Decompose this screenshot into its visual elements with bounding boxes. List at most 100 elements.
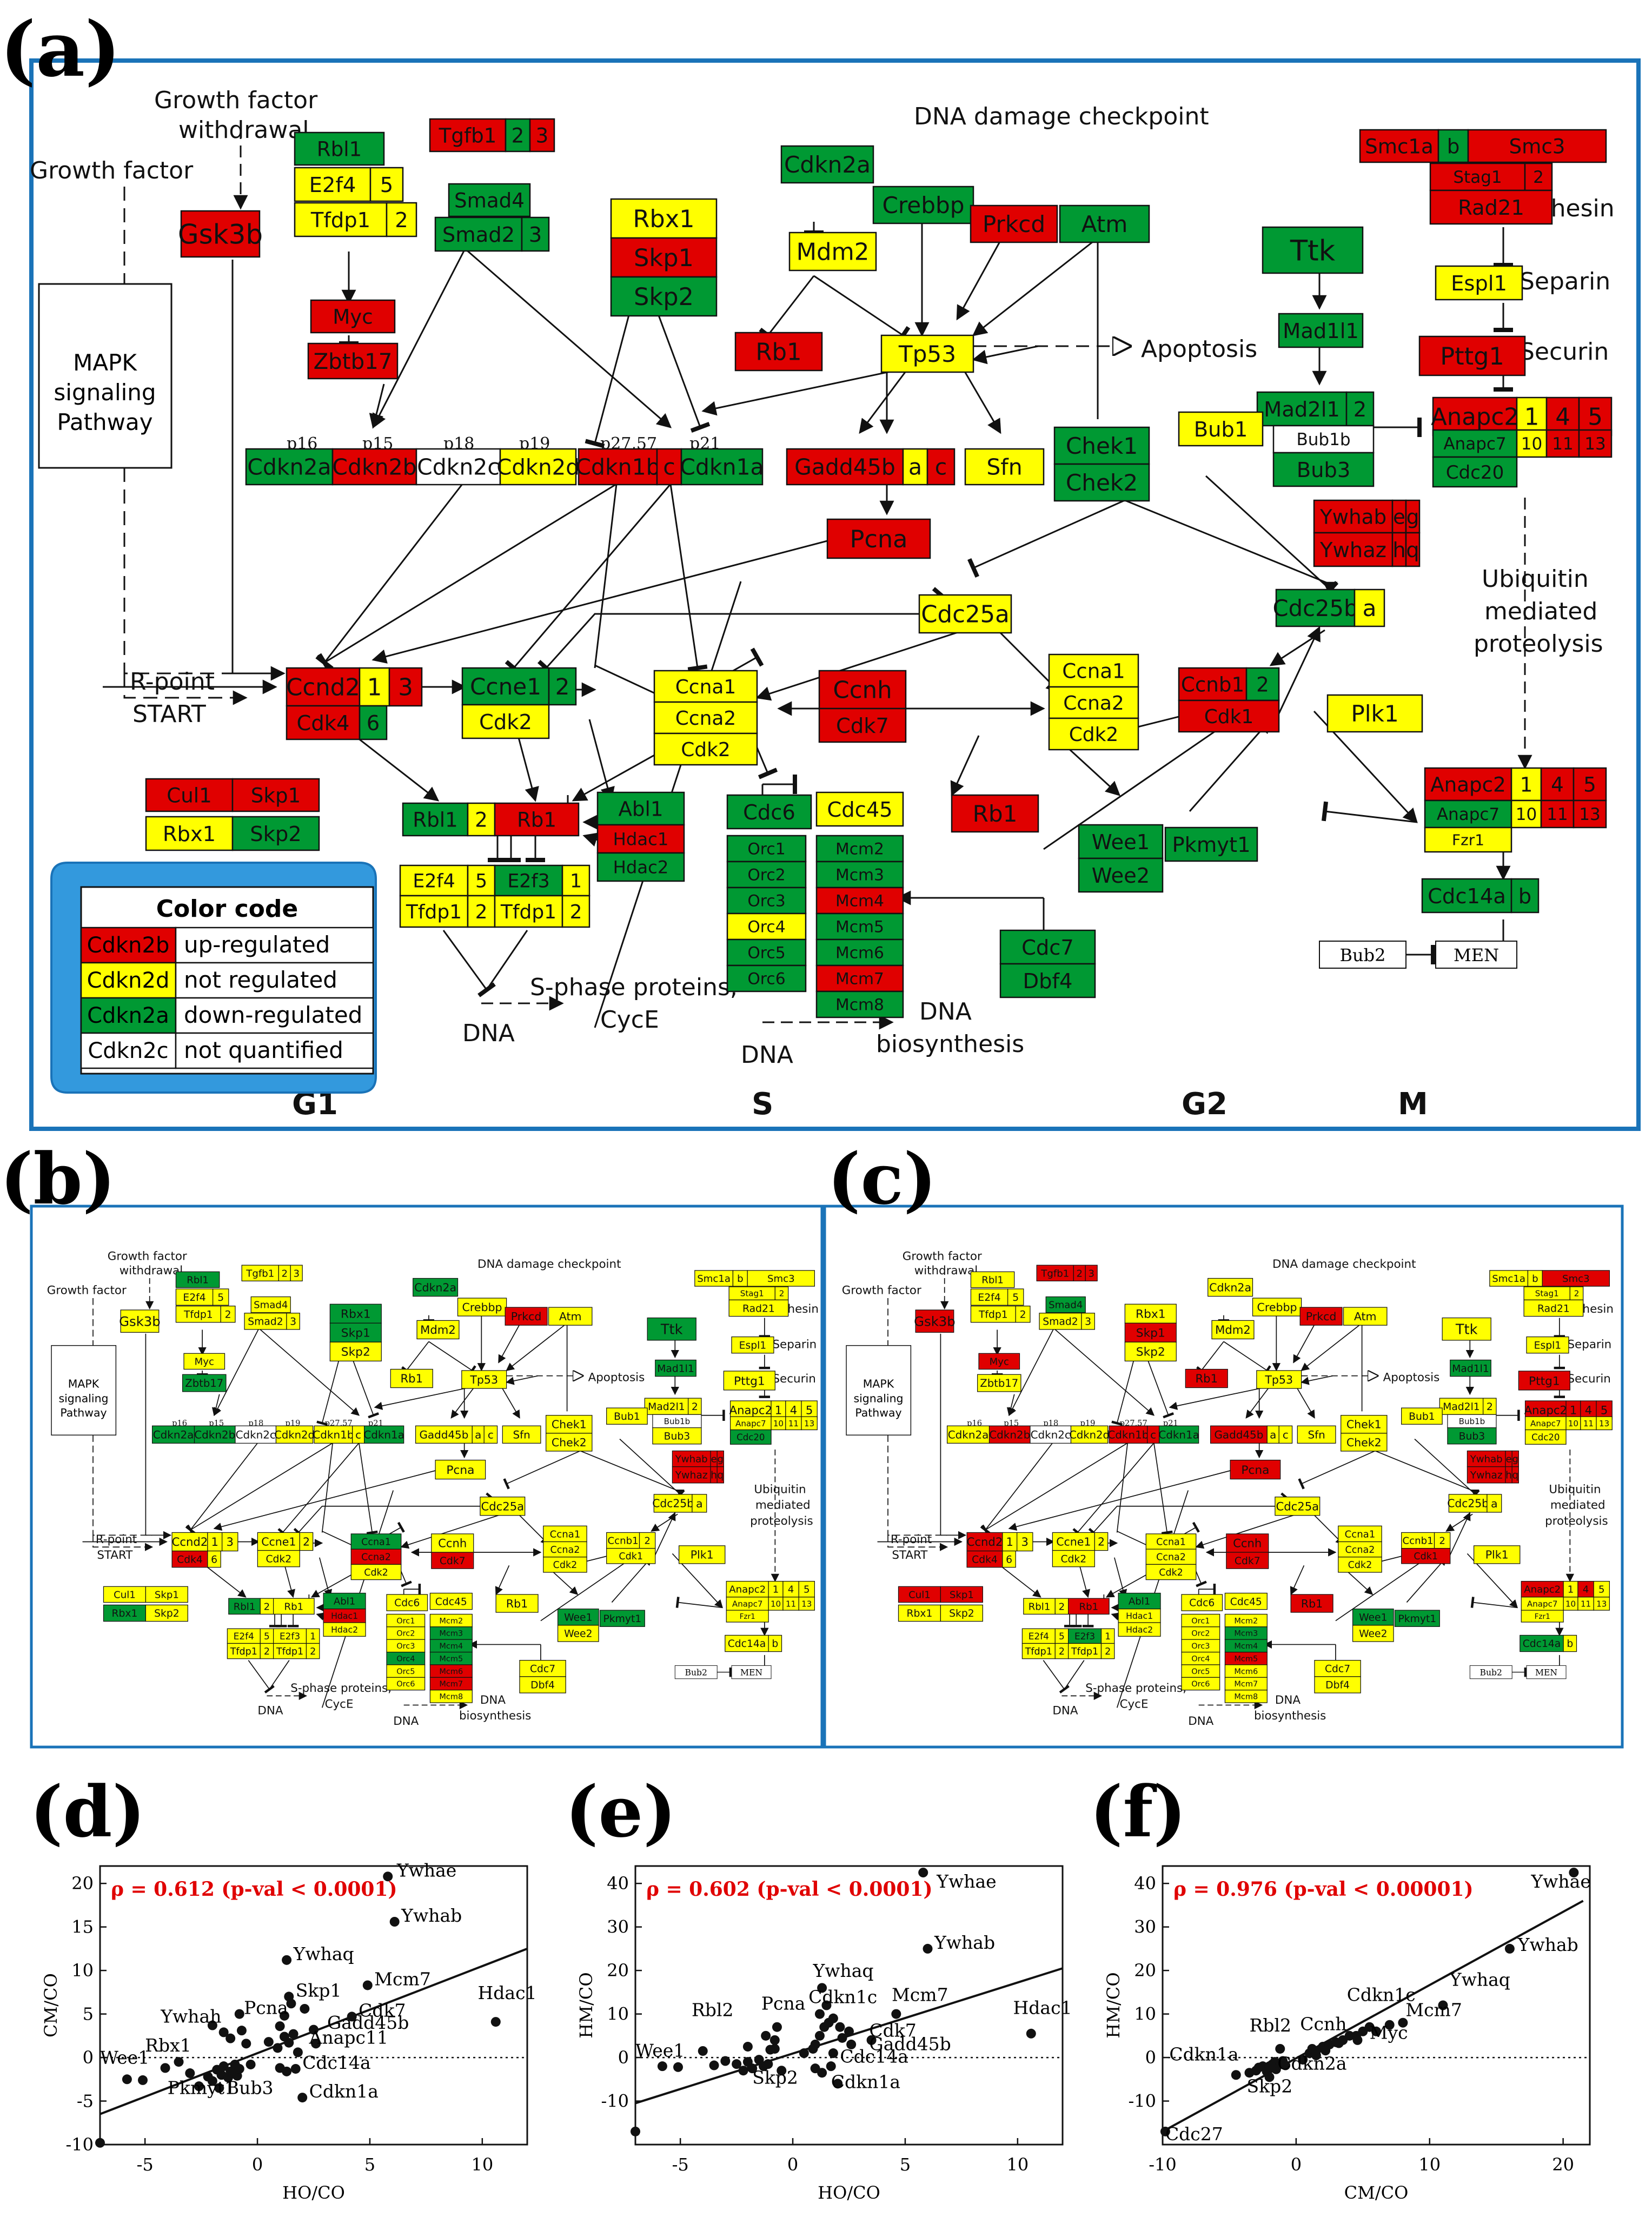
data-point	[821, 2000, 832, 2010]
node-cell	[599, 1610, 645, 1627]
node-label: Cdkn1b	[1107, 1428, 1149, 1441]
men-box	[731, 1665, 772, 1679]
y-tick-label: 10	[71, 1960, 94, 1981]
node-mad1l1: Mad1l1	[655, 1359, 696, 1377]
label-gf-withdrawal-1: Growth factor	[154, 87, 318, 114]
node-cell	[1523, 1299, 1584, 1317]
men-label: MEN	[740, 1668, 762, 1677]
node-label: Plk1	[1485, 1549, 1509, 1562]
node-cell	[728, 1299, 789, 1317]
node-cell	[1252, 1298, 1302, 1316]
node-label: Cdkn1a	[1158, 1428, 1199, 1441]
node-zbtb17: Zbtb17	[977, 1374, 1021, 1392]
node-cdk7: Cdk7	[431, 1552, 474, 1569]
node-cell	[448, 183, 531, 217]
node-bub3: Bub3	[652, 1427, 702, 1445]
node-cell	[502, 1425, 541, 1444]
data-point	[808, 2043, 818, 2054]
node-cell	[1145, 1564, 1197, 1580]
node-cell	[1256, 391, 1348, 427]
node-label: Atm	[1082, 211, 1128, 237]
data-point	[657, 2061, 667, 2072]
node-label: Hdac1	[1126, 1611, 1153, 1621]
node-cdk7: Cdk7	[1226, 1552, 1269, 1569]
node-cell	[183, 1353, 225, 1370]
data-point	[817, 2068, 827, 2078]
x-tick-label: 10	[471, 2154, 493, 2175]
node-label: Pkmyt1	[1172, 833, 1250, 857]
node-cell	[729, 1400, 772, 1420]
y-tick-label: -5	[77, 2091, 94, 2112]
label-sphase-2: CycE	[1120, 1697, 1149, 1711]
node-mcm2: Mcm2	[815, 835, 904, 863]
node-cell	[1054, 1598, 1069, 1615]
node-cell	[415, 448, 501, 486]
node-label: q	[717, 1470, 724, 1481]
node-label: 3	[293, 1268, 300, 1279]
node-cell	[786, 448, 904, 486]
node-cell	[494, 864, 563, 897]
data-point	[814, 2030, 825, 2041]
node-cdk2_e: Cdk2	[257, 1550, 300, 1567]
node-orc1: Orc1	[386, 1613, 426, 1627]
node-cell	[151, 1425, 195, 1444]
data-point	[1333, 2038, 1344, 2048]
bub2-label: Bub2	[685, 1668, 707, 1677]
node-cell	[606, 1407, 648, 1425]
node-label: e	[1506, 1454, 1512, 1465]
node-label: Ttk	[660, 1321, 683, 1338]
node-cell	[596, 852, 685, 882]
node-cell	[1067, 1628, 1102, 1644]
x-tick-label: 5	[364, 2154, 375, 2175]
mapk-line-3: Pathway	[57, 409, 152, 435]
node-label: 1	[775, 1404, 782, 1417]
node-label: Ccna1	[1156, 1537, 1186, 1547]
node-label: Anapc7	[1443, 434, 1506, 454]
node-label: Tfdp1	[1025, 1646, 1052, 1657]
mapk-line-1: MAPK	[73, 349, 137, 376]
node-cell	[386, 1677, 426, 1691]
node-label: Cdc20	[737, 1432, 765, 1443]
label-biosyn-1: DNA	[480, 1693, 506, 1707]
node-cell	[227, 1628, 261, 1644]
node-label: E2f4	[1029, 1631, 1049, 1642]
node-cell	[1450, 1359, 1491, 1377]
node-cell	[1435, 265, 1523, 301]
node-label: Tfdp1	[500, 901, 556, 923]
node-cell	[245, 448, 334, 486]
node-label: 1	[310, 1631, 316, 1642]
node-cell	[1526, 1336, 1569, 1354]
node-label: 2	[1020, 1309, 1026, 1320]
node-label: Mad1l1	[1283, 319, 1359, 343]
data-point	[763, 2059, 773, 2069]
node-prkcd: Prkcd	[970, 204, 1058, 243]
node-label: E2f3	[507, 870, 549, 892]
node-label: Cdk7	[440, 1556, 466, 1567]
node-label: Rbx1	[341, 1308, 371, 1321]
node-rb1c: Rb1	[1290, 1594, 1333, 1613]
node-label: Skp2	[634, 283, 694, 311]
node-label: Hdac2	[331, 1624, 358, 1635]
node-cell	[1245, 667, 1280, 702]
node-cell	[880, 334, 974, 373]
label-biosyn-2: biosynthesis	[876, 1030, 1024, 1058]
node-cell	[1518, 1371, 1570, 1391]
data-point	[1352, 2035, 1363, 2045]
node-cell	[1159, 1425, 1199, 1444]
node-label: Fzr1	[1535, 1612, 1550, 1621]
phase-m: M	[1398, 1087, 1428, 1122]
node-label: 5	[1588, 404, 1603, 431]
node-cell	[815, 791, 904, 827]
point-label: Rbl2	[1249, 2015, 1291, 2036]
node-cell	[1224, 1592, 1268, 1610]
node-label: Rb1	[517, 808, 556, 831]
node-espl1: Espl1	[1435, 265, 1523, 301]
node-label: b	[1567, 1638, 1573, 1650]
node-cdc6: Cdc6	[386, 1594, 428, 1611]
